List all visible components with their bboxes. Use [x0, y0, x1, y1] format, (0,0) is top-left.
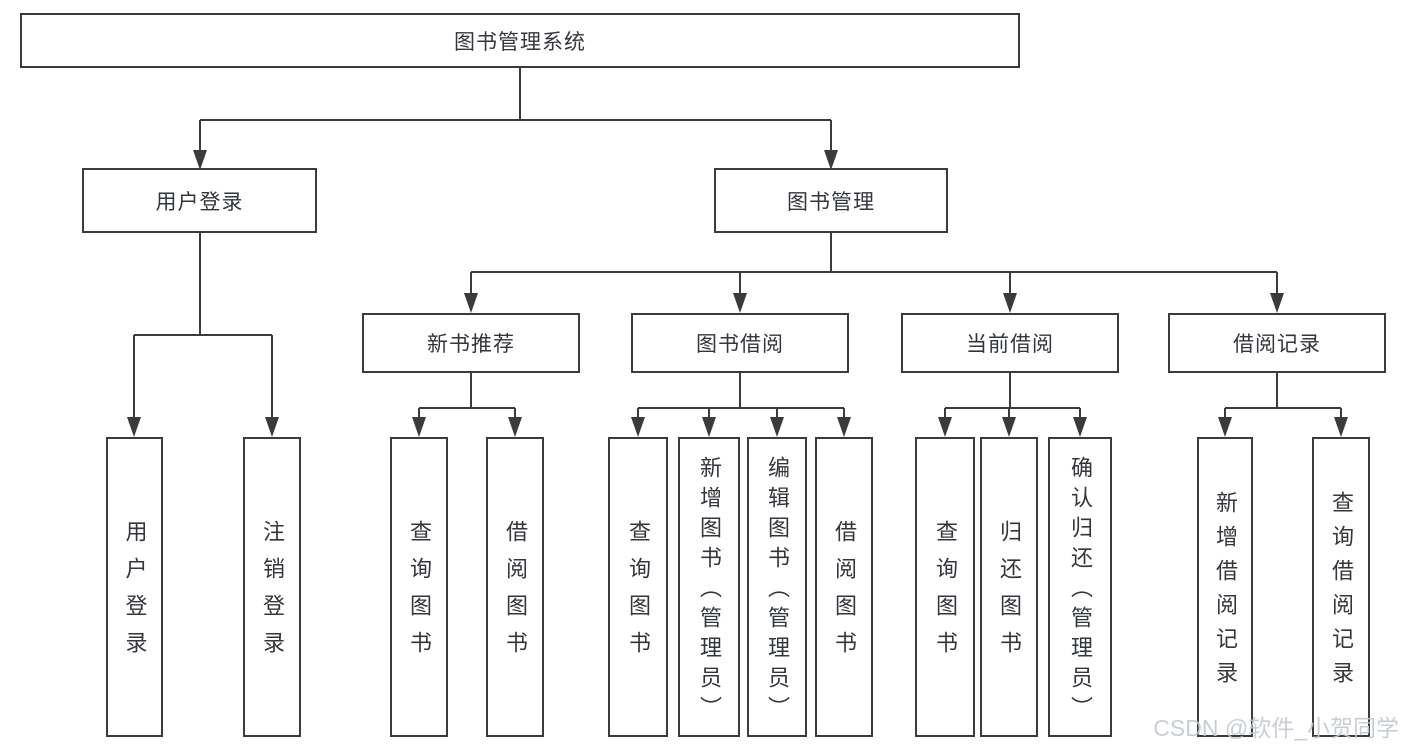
node-leaf-logout: 注销登录	[243, 437, 301, 737]
node-leaf-add-book-admin: 新增图书（管理员）	[678, 437, 740, 737]
arrow-down-icons	[127, 150, 1348, 437]
node-leaf-query-borrow-record: 查询借阅记录	[1312, 437, 1370, 737]
node-leaf-add-borrow-record: 新增借阅记录	[1197, 437, 1253, 737]
node-current-borrow: 当前借阅	[901, 313, 1119, 373]
node-leaf-borrow-book-1: 借阅图书	[486, 437, 544, 737]
node-root: 图书管理系统	[20, 13, 1020, 68]
node-user-login: 用户登录	[82, 168, 317, 233]
node-leaf-confirm-return-admin: 确认归还（管理员）	[1048, 437, 1112, 737]
node-borrow-records: 借阅记录	[1168, 313, 1386, 373]
node-leaf-borrow-book-2: 借阅图书	[815, 437, 873, 737]
node-leaf-edit-book-admin: 编辑图书（管理员）	[747, 437, 807, 737]
node-leaf-query-book-3: 查询图书	[915, 437, 975, 737]
node-book-management: 图书管理	[714, 168, 948, 233]
node-leaf-user-login: 用户登录	[106, 437, 163, 737]
node-new-book-recommend: 新书推荐	[362, 313, 580, 373]
csdn-watermark: CSDN @软件_小贺同学	[1153, 715, 1399, 741]
node-book-borrow: 图书借阅	[631, 313, 849, 373]
node-leaf-query-book-1: 查询图书	[390, 437, 448, 737]
node-leaf-return-book: 归还图书	[980, 437, 1038, 737]
node-leaf-query-book-2: 查询图书	[608, 437, 668, 737]
